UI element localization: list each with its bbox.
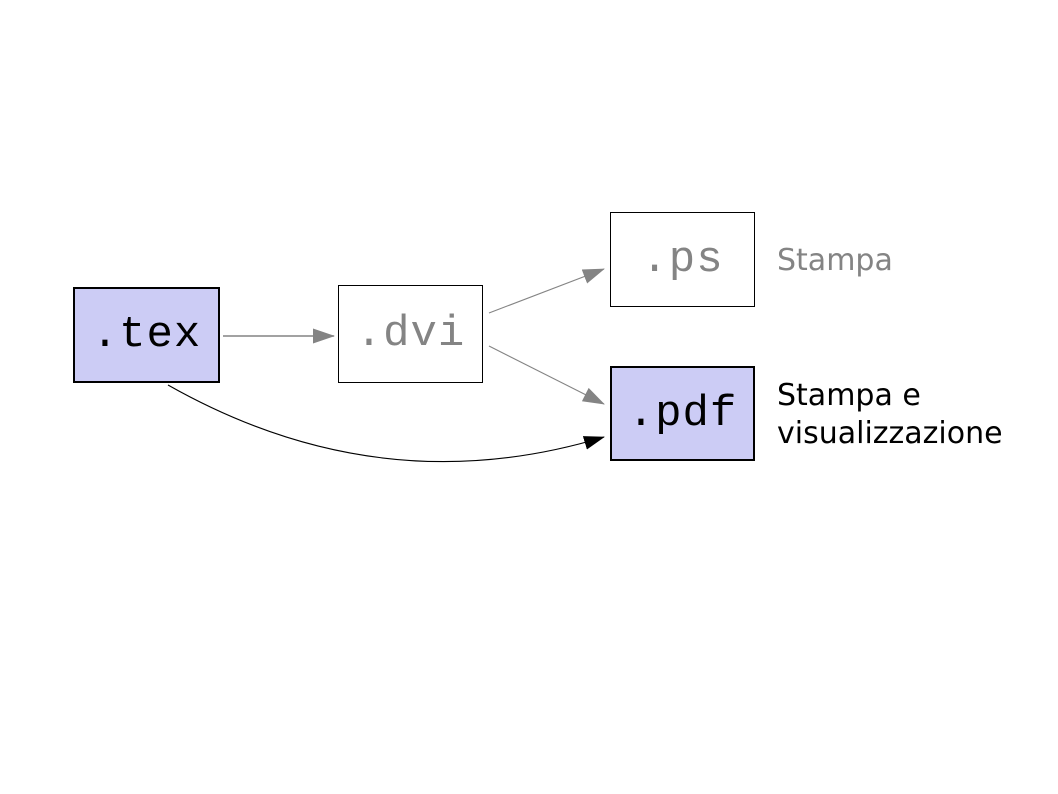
node-ps: .ps	[610, 212, 755, 307]
node-tex-label: .tex	[91, 310, 202, 360]
node-pdf-label: .pdf	[627, 388, 738, 439]
arrow-tex-to-pdf	[167, 384, 605, 463]
label-stampa-e-visualizzazione: Stampa e visualizzazione	[777, 378, 1003, 451]
label-stampa: Stampa	[777, 243, 893, 278]
node-dvi-label: .dvi	[355, 309, 466, 359]
node-ps-label: .ps	[641, 234, 724, 285]
node-pdf: .pdf	[610, 366, 755, 461]
arrow-dvi-to-pdf	[488, 345, 605, 405]
arrow-dvi-to-ps	[488, 268, 605, 314]
node-dvi: .dvi	[338, 285, 483, 383]
node-tex: .tex	[73, 287, 220, 383]
